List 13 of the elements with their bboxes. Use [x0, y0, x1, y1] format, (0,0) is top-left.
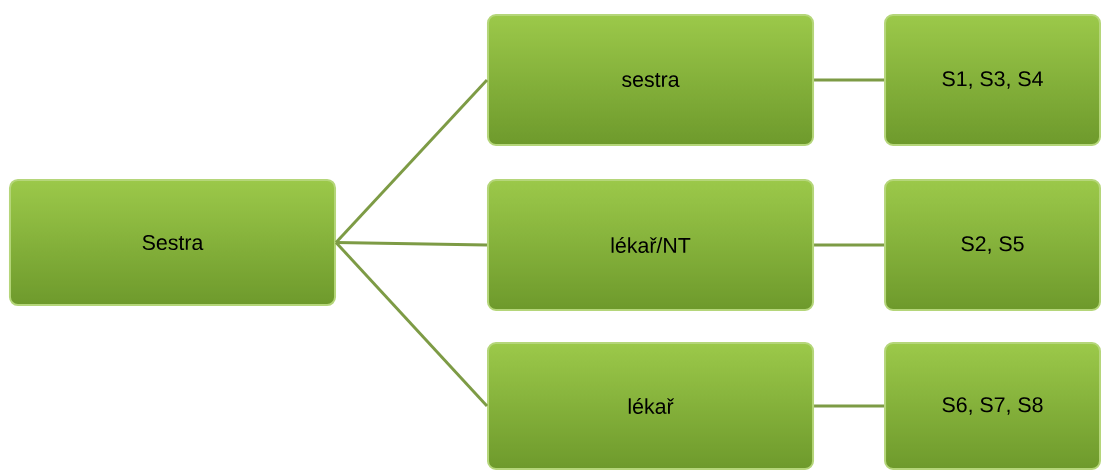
connector-line: [814, 243, 885, 247]
process-box: S1, S3, S4: [884, 14, 1101, 146]
process-box: Sestra: [8, 178, 337, 307]
connector-line: [814, 404, 885, 408]
process-box: lékař/NT: [487, 179, 815, 311]
process-box: sestra: [487, 14, 815, 146]
connector-line: [814, 78, 885, 82]
connector-line: [336, 241, 487, 247]
connector-line: [334, 241, 489, 407]
process-box: S2, S5: [884, 179, 1101, 311]
process-box: lékař: [487, 342, 815, 470]
connector-line: [334, 79, 489, 244]
process-box: S6, S7, S8: [884, 342, 1101, 470]
